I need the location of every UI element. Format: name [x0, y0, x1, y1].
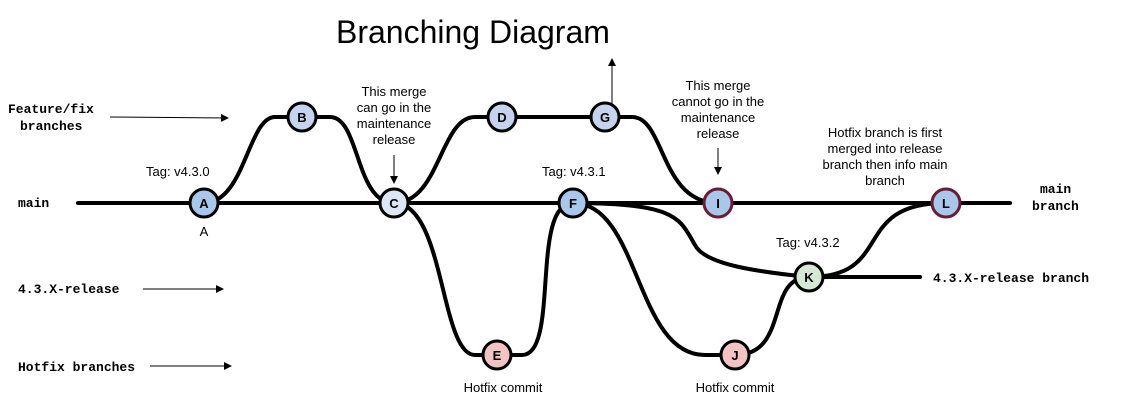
note-hotfix-first-line3: branch then info main	[822, 157, 947, 172]
right-label-main-line2: branch	[1032, 199, 1079, 214]
node-g-circle	[589, 101, 621, 133]
tag-v432: Tag: v4.3.2	[776, 235, 840, 250]
hotfix-commit-label-j: Hotfix commit	[696, 380, 775, 395]
right-label-release: 4.3.X-release branch	[933, 271, 1089, 286]
feature-branch-dg-line	[392, 115, 720, 205]
node-g[interactable]: G	[589, 101, 621, 133]
node-b[interactable]: B	[286, 101, 318, 133]
node-d-circle	[486, 101, 518, 133]
node-b-label: B	[297, 110, 306, 125]
note-merge-ok-line3: maintenance	[357, 116, 431, 131]
merge-k-to-l-line	[807, 201, 948, 279]
node-l-label: L	[942, 196, 950, 211]
node-k-label: K	[804, 270, 814, 285]
note-merge-not-line3: maintenance	[681, 110, 755, 125]
node-g-label: G	[600, 110, 610, 125]
node-c-circle	[378, 187, 410, 219]
node-f-circle	[557, 187, 589, 219]
node-a-label: A	[199, 196, 209, 211]
node-l[interactable]: L	[930, 187, 962, 219]
node-c[interactable]: C	[378, 187, 410, 219]
node-f[interactable]: F	[557, 187, 589, 219]
node-d[interactable]: D	[486, 101, 518, 133]
note-hotfix-first-line4: branch	[865, 173, 905, 188]
node-l-circle	[930, 187, 962, 219]
note-merge-ok: This merge can go in the maintenance rel…	[357, 84, 431, 147]
feature-lane-arrow	[109, 113, 229, 122]
node-k-circle	[793, 261, 825, 293]
note-hotfix-first: Hotfix branch is first merged into relea…	[822, 125, 947, 188]
release-branch-line	[571, 201, 811, 279]
hotfix-branch-e-line	[392, 201, 575, 357]
node-a[interactable]: A	[188, 187, 220, 219]
node-j[interactable]: J	[719, 339, 751, 371]
node-e-circle	[481, 339, 513, 371]
note-merge-ok-line1: This merge	[361, 84, 426, 99]
node-j-label: J	[731, 348, 738, 363]
diagram-title: Branching Diagram	[336, 14, 610, 50]
right-label-main-line1: main	[1040, 182, 1071, 197]
note-hotfix-first-line1: Hotfix branch is first	[828, 125, 943, 140]
hotfix-branch-j-line	[571, 201, 811, 357]
lane-label-feature-line2: branches	[20, 119, 83, 134]
hotfix-commit-label-e: Hotfix commit	[464, 380, 543, 395]
node-a-sublabel: A	[200, 224, 209, 239]
note-hotfix-first-line2: merged into release	[828, 141, 943, 156]
lane-label-hotfix: Hotfix branches	[18, 360, 135, 375]
node-i[interactable]: I	[702, 187, 734, 219]
note-merge-not-line2: cannot go in the	[672, 94, 765, 109]
note-merge-not: This merge cannot go in the maintenance …	[672, 78, 765, 141]
node-f-label: F	[569, 196, 577, 211]
note-merge-not-line4: release	[697, 126, 740, 141]
node-d-label: D	[497, 110, 506, 125]
tag-v431: Tag: v4.3.1	[542, 164, 606, 179]
note-merge-not-line1: This merge	[685, 78, 750, 93]
node-b-circle	[286, 101, 318, 133]
lane-label-main: main	[18, 196, 49, 211]
node-i-circle	[702, 187, 734, 219]
lane-label-release: 4.3.X-release	[18, 282, 120, 297]
lane-label-feature-line1: Feature/fix	[8, 102, 94, 117]
node-c-label: C	[389, 196, 399, 211]
note-merge-ok-line2: can go in the	[357, 100, 431, 115]
node-k[interactable]: K	[793, 261, 825, 293]
note-merge-ok-line4: release	[373, 132, 416, 147]
node-a-circle	[188, 187, 220, 219]
node-e[interactable]: E	[481, 339, 513, 371]
tag-v430: Tag: v4.3.0	[146, 164, 210, 179]
node-j-circle	[719, 339, 751, 371]
node-i-label: I	[716, 196, 720, 211]
node-e-label: E	[493, 348, 502, 363]
